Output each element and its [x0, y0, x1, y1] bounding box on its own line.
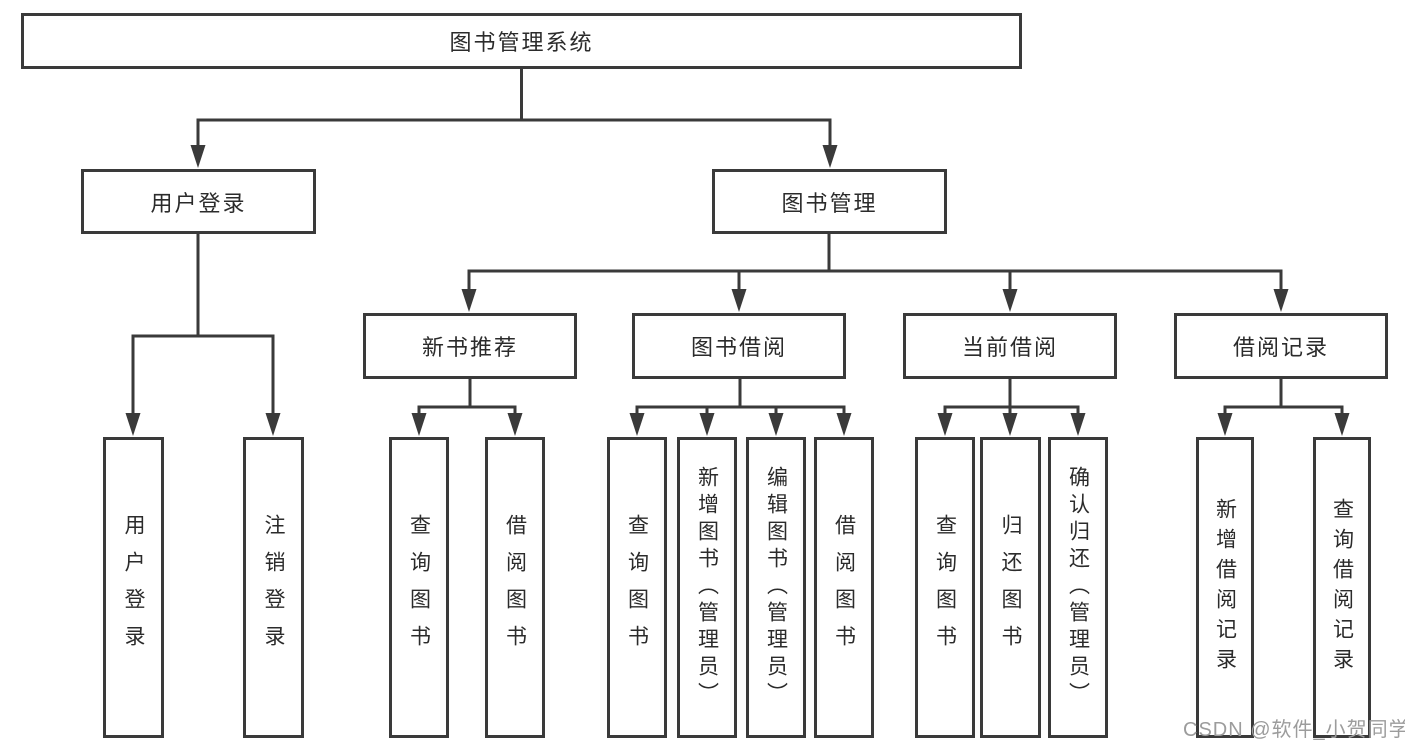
node-book-management: 图书管理 [712, 169, 947, 234]
leaf-add-borrow-record: 新增借阅记录 [1196, 437, 1254, 738]
leaf-query-borrow-record: 查询借阅记录 [1313, 437, 1371, 738]
node-label: 注销登录 [262, 513, 285, 662]
connector-root-to-level2 [190, 67, 838, 168]
connector-current-borrow-to-leaves [937, 377, 1086, 436]
arrow-down-icon [1334, 413, 1350, 436]
arrow-down-icon [699, 413, 715, 436]
node-label: 新增图书（管理员） [695, 466, 719, 709]
connector-book-management-to-level3 [461, 232, 1289, 312]
node-current-borrow: 当前借阅 [903, 313, 1117, 379]
leaf-query-books-borrow: 查询图书 [607, 437, 667, 738]
node-user-login: 用户登录 [81, 169, 316, 234]
arrow-down-icon [836, 413, 852, 436]
node-label: 用户登录 [150, 190, 247, 216]
arrow-down-icon [629, 413, 645, 436]
node-new-book-recommend: 新书推荐 [363, 313, 577, 379]
csdn-watermark: CSDN @软件_小贺同学 [1183, 719, 1405, 741]
node-label: 查询图书 [933, 513, 957, 662]
leaf-edit-book-admin: 编辑图书（管理员） [746, 437, 806, 738]
node-label: 归还图书 [999, 513, 1022, 662]
node-label: 查询图书 [625, 513, 649, 662]
arrow-down-icon [265, 413, 281, 436]
arrow-down-icon [1217, 413, 1233, 436]
node-label: 新增借阅记录 [1213, 497, 1237, 678]
arrow-down-icon [822, 145, 838, 168]
node-label: 用户登录 [122, 513, 145, 662]
node-borrow-records: 借阅记录 [1174, 313, 1388, 379]
leaf-query-books-current: 查询图书 [915, 437, 975, 738]
node-label: 确认归还（管理员） [1066, 466, 1090, 709]
arrow-down-icon [190, 145, 206, 168]
connector-book-borrow-to-leaves [629, 377, 852, 436]
leaf-borrow-books: 借阅图书 [814, 437, 874, 738]
node-label: 查询借阅记录 [1330, 497, 1354, 678]
leaf-return-books: 归还图书 [980, 437, 1041, 738]
leaf-logout: 注销登录 [243, 437, 304, 738]
node-root-system: 图书管理系统 [21, 13, 1022, 69]
arrow-down-icon [1273, 289, 1289, 312]
connector-user-login-to-leaves [125, 232, 281, 436]
node-book-borrow: 图书借阅 [632, 313, 846, 379]
leaf-query-books-recommend: 查询图书 [389, 437, 449, 738]
connector-new-book-to-leaves [411, 377, 523, 436]
arrow-down-icon [125, 413, 141, 436]
arrow-down-icon [1002, 289, 1018, 312]
node-label: 当前借阅 [961, 335, 1058, 360]
arrow-down-icon [768, 413, 784, 436]
node-label: 查询图书 [407, 513, 431, 662]
node-label: 新书推荐 [421, 335, 518, 360]
node-label: 图书管理系统 [449, 30, 594, 55]
arrow-down-icon [731, 289, 747, 312]
connector-borrow-records-to-leaves [1217, 377, 1350, 436]
arrow-down-icon [461, 289, 477, 312]
node-label: 借阅图书 [832, 513, 856, 662]
arrow-down-icon [411, 413, 427, 436]
node-label: 借阅图书 [503, 513, 527, 662]
node-label: 编辑图书（管理员） [764, 466, 788, 709]
node-label: 借阅记录 [1232, 335, 1329, 360]
arrow-down-icon [507, 413, 523, 436]
leaf-user-login: 用户登录 [103, 437, 164, 738]
node-label: 图书管理 [781, 190, 878, 216]
arrow-down-icon [1070, 413, 1086, 436]
leaf-borrow-books-recommend: 借阅图书 [485, 437, 545, 738]
leaf-add-book-admin: 新增图书（管理员） [677, 437, 737, 738]
node-label: 图书借阅 [690, 335, 787, 360]
arrow-down-icon [1002, 413, 1018, 436]
leaf-confirm-return-admin: 确认归还（管理员） [1048, 437, 1108, 738]
arrow-down-icon [937, 413, 953, 436]
